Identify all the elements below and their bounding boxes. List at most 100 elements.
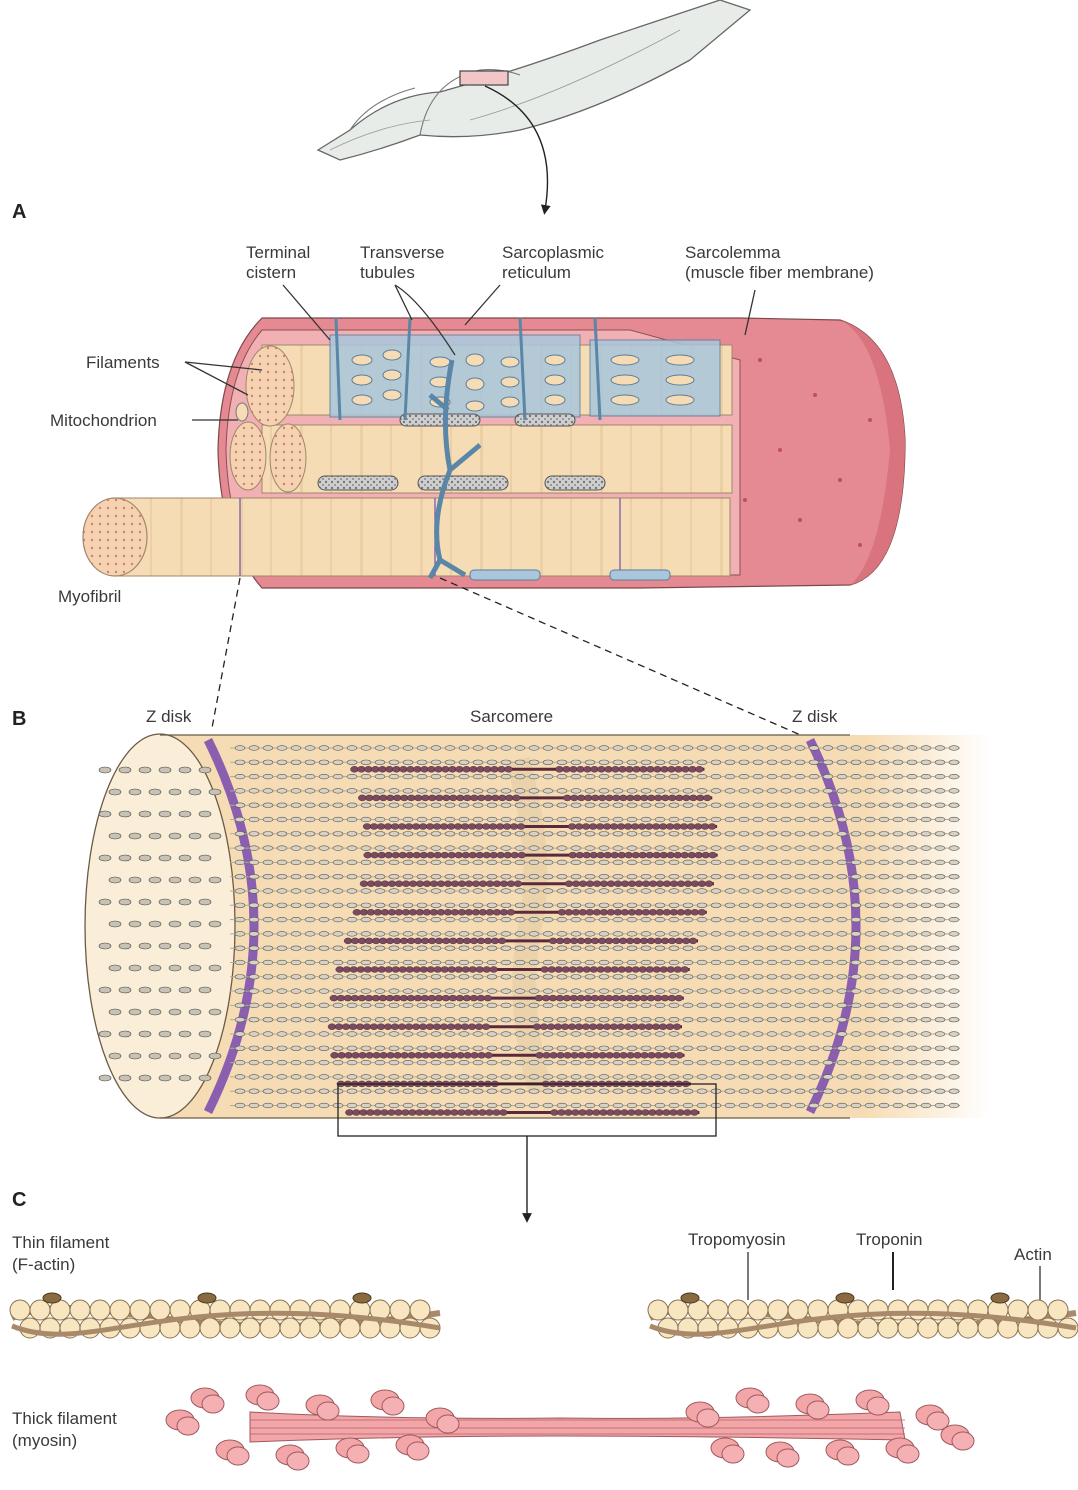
actin-bead xyxy=(697,832,707,837)
actin-bead xyxy=(879,917,889,922)
actin-bead xyxy=(361,975,371,980)
actin-bead xyxy=(347,903,357,908)
actin-monomer xyxy=(410,1300,430,1320)
actin-bead xyxy=(543,989,553,994)
actin-bead xyxy=(543,789,553,794)
actin-bead xyxy=(319,932,329,937)
actin-bead xyxy=(599,1046,609,1051)
actin-bead xyxy=(417,1046,427,1051)
actin-bead xyxy=(949,874,959,879)
actin-bead xyxy=(459,774,469,779)
actin-bead xyxy=(417,774,427,779)
actin-bead xyxy=(613,774,623,779)
actin-bead xyxy=(837,975,847,980)
actin-bead xyxy=(431,846,441,851)
actin-bead xyxy=(935,1060,945,1065)
actin-bead xyxy=(403,846,413,851)
actin-bead xyxy=(445,846,455,851)
actin-bead xyxy=(837,989,847,994)
actin-monomer xyxy=(200,1318,220,1338)
actin-bead xyxy=(389,789,399,794)
actin-bead xyxy=(907,975,917,980)
actin-bead xyxy=(571,832,581,837)
actin-bead xyxy=(431,789,441,794)
actin-bead xyxy=(417,960,427,965)
actin-monomer xyxy=(280,1318,300,1338)
actin-bead xyxy=(823,1017,833,1022)
actin-bead xyxy=(935,989,945,994)
actin-bead xyxy=(865,917,875,922)
actin-bead xyxy=(291,874,301,879)
actin-bead xyxy=(683,846,693,851)
actin-bead xyxy=(865,846,875,851)
actin-bead xyxy=(851,989,861,994)
actin-bead xyxy=(389,946,399,951)
actin-bead xyxy=(795,903,805,908)
actin-bead xyxy=(655,774,665,779)
actin-bead xyxy=(375,803,385,808)
actin-bead xyxy=(921,846,931,851)
actin-bead xyxy=(767,1060,777,1065)
myosin-head-dot xyxy=(709,852,717,858)
actin-bead xyxy=(543,846,553,851)
actin-bead xyxy=(655,832,665,837)
actin-bead xyxy=(291,946,301,951)
actin-bead xyxy=(711,903,721,908)
actin-bead xyxy=(599,817,609,822)
actin-bead xyxy=(781,1046,791,1051)
actin-bead xyxy=(697,760,707,765)
actin-bead xyxy=(613,946,623,951)
actin-bead xyxy=(949,1046,959,1051)
actin-bead xyxy=(865,1089,875,1094)
actin-bead xyxy=(235,760,245,765)
actin-bead xyxy=(739,989,749,994)
actin-bead xyxy=(683,932,693,937)
actin-bead xyxy=(445,1017,455,1022)
actin-bead xyxy=(851,960,861,965)
actin-bead xyxy=(515,760,525,765)
actin-bead xyxy=(543,1017,553,1022)
actin-bead xyxy=(389,832,399,837)
actin-bead xyxy=(599,746,609,751)
actin-bead xyxy=(249,1103,259,1108)
actin-bead xyxy=(487,989,497,994)
actin-bead xyxy=(305,803,315,808)
cross-section-dot xyxy=(139,767,151,773)
actin-bead xyxy=(487,860,497,865)
myosin-head xyxy=(747,1395,769,1413)
actin-bead xyxy=(837,846,847,851)
actin-bead xyxy=(305,874,315,879)
actin-bead xyxy=(263,989,273,994)
actin-bead xyxy=(431,860,441,865)
actin-bead xyxy=(361,1003,371,1008)
actin-bead xyxy=(627,774,637,779)
actin-monomer xyxy=(878,1318,898,1338)
actin-bead xyxy=(851,789,861,794)
actin-bead xyxy=(459,960,469,965)
actin-bead xyxy=(851,1060,861,1065)
myosin-head-dot xyxy=(482,1024,490,1030)
actin-monomer xyxy=(10,1300,30,1320)
actin-bead xyxy=(599,789,609,794)
actin-bead xyxy=(879,760,889,765)
actin-bead xyxy=(557,1103,567,1108)
actin-bead xyxy=(669,1003,679,1008)
actin-bead xyxy=(403,1089,413,1094)
actin-bead xyxy=(445,975,455,980)
actin-bead xyxy=(879,1089,889,1094)
actin-monomer xyxy=(320,1318,340,1338)
actin-bead xyxy=(515,960,525,965)
actin-bead xyxy=(893,774,903,779)
cross-section-dot xyxy=(179,987,191,993)
cross-section-dot xyxy=(129,833,141,839)
actin-bead xyxy=(487,960,497,965)
myosin-head xyxy=(807,1401,829,1419)
actin-bead xyxy=(263,846,273,851)
actin-bead xyxy=(263,932,273,937)
actin-bead xyxy=(641,1046,651,1051)
actin-bead xyxy=(417,1060,427,1065)
actin-bead xyxy=(739,760,749,765)
actin-bead xyxy=(655,889,665,894)
cross-section-dot xyxy=(149,789,161,795)
actin-bead xyxy=(235,803,245,808)
